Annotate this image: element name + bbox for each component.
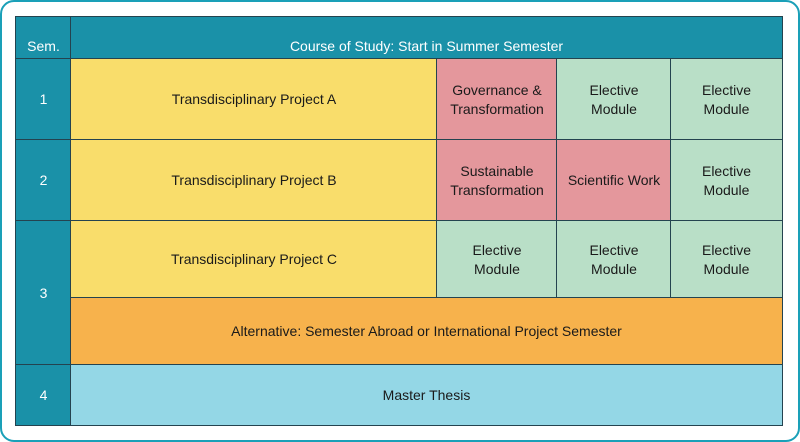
elective-module-cell: Elective Module: [556, 58, 672, 141]
elective-module-cell: Elective Module: [670, 139, 783, 222]
project-a-cell: Transdisciplinary Project A: [70, 58, 438, 141]
semester-3-label: 3: [15, 220, 72, 366]
scientific-work-cell: Scientific Work: [556, 139, 672, 222]
project-b-cell: Transdisciplinary Project B: [70, 139, 438, 222]
semester-2-label: 2: [15, 139, 72, 222]
sustainable-transformation-cell: Sustainable Transformation: [436, 139, 558, 222]
semester-column-header: Sem.: [15, 16, 72, 60]
semester-1-label: 1: [15, 58, 72, 141]
master-thesis-cell: Master Thesis: [70, 364, 783, 426]
elective-module-cell: Elective Module: [670, 58, 783, 141]
governance-transformation-cell: Governance & Transformation: [436, 58, 558, 141]
project-c-cell: Transdisciplinary Project C: [70, 220, 438, 299]
elective-module-cell: Elective Module: [436, 220, 558, 299]
semester-4-label: 4: [15, 364, 72, 426]
course-title-header: Course of Study: Start in Summer Semeste…: [70, 16, 783, 60]
alternative-semester-cell: Alternative: Semester Abroad or Internat…: [70, 297, 783, 366]
elective-module-cell: Elective Module: [670, 220, 783, 299]
elective-module-cell: Elective Module: [556, 220, 672, 299]
